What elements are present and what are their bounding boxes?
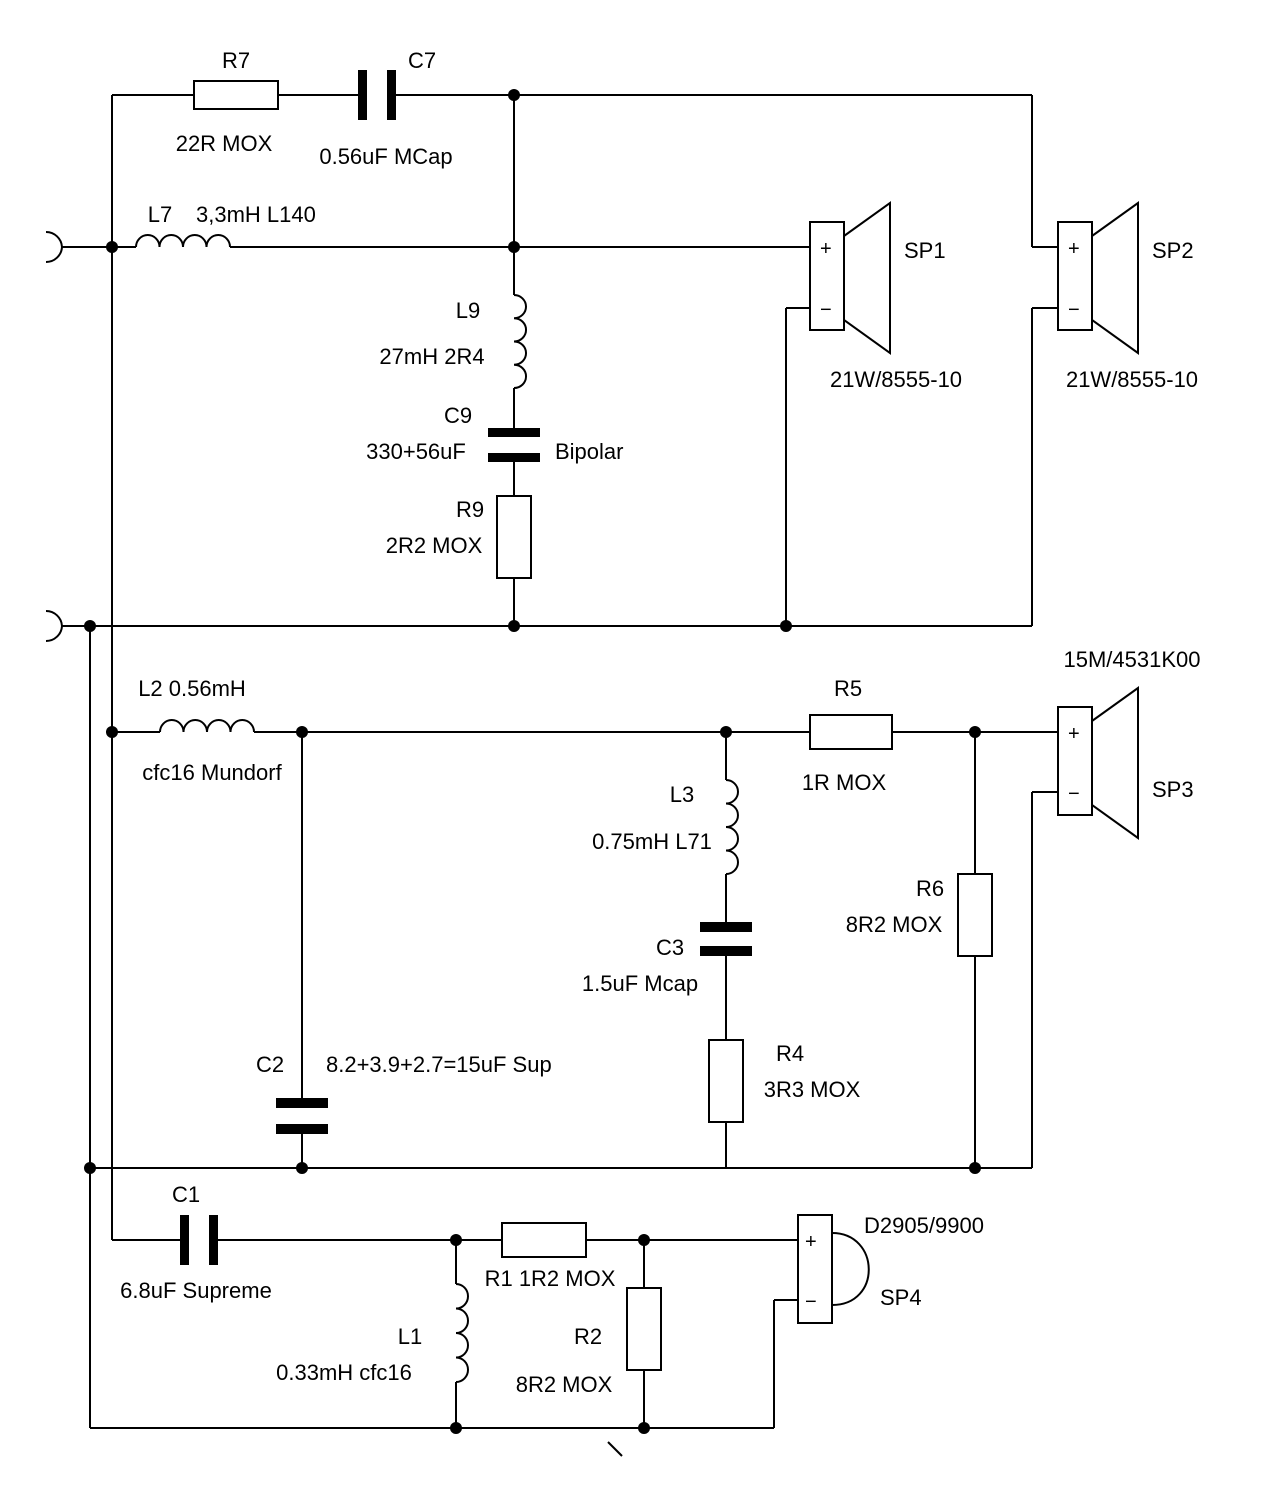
label-r2-value: 8R2 MOX [516, 1372, 613, 1397]
label-sp1-value: 21W/8555-10 [830, 367, 962, 392]
capacitor-c9 [488, 428, 540, 462]
label-l7-value: 3,3mH L140 [196, 202, 316, 227]
label-r5-value: 1R MOX [802, 770, 887, 795]
label-r4-ref: R4 [776, 1041, 804, 1066]
label-r7-value: 22R MOX [176, 131, 273, 156]
label-sp2-ref: SP2 [1152, 238, 1194, 263]
plus-sign: + [805, 1231, 817, 1253]
label-r5-ref: R5 [834, 676, 862, 701]
label-c1-ref: C1 [172, 1182, 200, 1207]
label-r2-ref: R2 [574, 1324, 602, 1349]
input-terminals [45, 230, 64, 643]
label-c7-value: 0.56uF MCap [319, 144, 452, 169]
speaker-sp1: + − [809, 201, 891, 355]
label-c2-value: 8.2+3.9+2.7=15uF Sup [326, 1052, 552, 1077]
label-r1-ref: R1 1R2 MOX [485, 1266, 616, 1291]
label-c7-ref: C7 [408, 48, 436, 73]
plus-sign: + [820, 238, 832, 260]
resistor-r7 [193, 80, 279, 110]
label-sp4-ref: SP4 [880, 1285, 922, 1310]
label-c3-ref: C3 [656, 935, 684, 960]
label-r6-value: 8R2 MOX [846, 912, 943, 937]
label-c9-ref: C9 [444, 403, 472, 428]
label-sp4-value: D2905/9900 [864, 1213, 984, 1238]
minus-sign: − [805, 1291, 817, 1313]
resistor-r2 [626, 1287, 662, 1371]
minus-sign: − [820, 299, 832, 321]
label-sp3-value: 15M/4531K00 [1064, 647, 1201, 672]
inductor-l3 [725, 779, 739, 875]
label-r7-ref: R7 [222, 48, 250, 73]
input-terminal-positive [45, 230, 64, 264]
resistor-r5 [809, 714, 893, 750]
label-sp3-ref: SP3 [1152, 777, 1194, 802]
label-l1-value: 0.33mH cfc16 [276, 1360, 412, 1385]
label-l1-ref: L1 [398, 1324, 422, 1349]
label-c3-value: 1.5uF Mcap [582, 971, 698, 996]
speaker-sp3: + − [1057, 686, 1139, 840]
label-l2-value: cfc16 Mundorf [142, 760, 282, 785]
label-l3-ref: L3 [670, 782, 694, 807]
inductor-l9 [513, 294, 528, 389]
plus-sign: + [1068, 238, 1080, 260]
label-l7-ref: L7 [148, 202, 172, 227]
labels: R7 22R MOX C7 0.56uF MCap L7 3,3mH L140 … [120, 48, 1200, 1397]
label-l3-value: 0.75mH L71 [592, 829, 712, 854]
resistor-r1 [501, 1222, 587, 1258]
label-l2-ref: L2 0.56mH [138, 676, 246, 701]
wires [62, 94, 1058, 1457]
inductor-l1 [455, 1283, 469, 1383]
capacitor-c1 [180, 1215, 218, 1265]
input-terminal-negative [45, 609, 64, 643]
label-l9-ref: L9 [456, 298, 480, 323]
capacitor-c3 [700, 922, 752, 956]
speaker-sp2: + − [1057, 201, 1139, 355]
label-r6-ref: R6 [916, 876, 944, 901]
speaker-sp4: + − [797, 1214, 870, 1324]
resistor-r9 [496, 495, 532, 579]
resistor-r6 [957, 873, 993, 957]
inductor-l2 [159, 719, 255, 733]
junction-dots [84, 89, 981, 1434]
label-r9-ref: R9 [456, 497, 484, 522]
capacitor-c7 [358, 70, 396, 120]
label-l9-value: 27mH 2R4 [379, 344, 484, 369]
minus-sign: − [1068, 783, 1080, 805]
label-c1-value: 6.8uF Supreme [120, 1278, 272, 1303]
label-c9-note: Bipolar [555, 439, 623, 464]
label-sp2-value: 21W/8555-10 [1066, 367, 1198, 392]
plus-sign: + [1068, 723, 1080, 745]
minus-sign: − [1068, 299, 1080, 321]
label-sp1-ref: SP1 [904, 238, 946, 263]
label-r9-value: 2R2 MOX [386, 533, 483, 558]
resistor-r4 [708, 1039, 744, 1123]
label-c2-ref: C2 [256, 1052, 284, 1077]
inductor-l7 [135, 234, 231, 248]
label-r4-value: 3R3 MOX [764, 1077, 861, 1102]
capacitor-c2 [276, 1098, 328, 1134]
label-c9-value: 330+56uF [366, 439, 466, 464]
